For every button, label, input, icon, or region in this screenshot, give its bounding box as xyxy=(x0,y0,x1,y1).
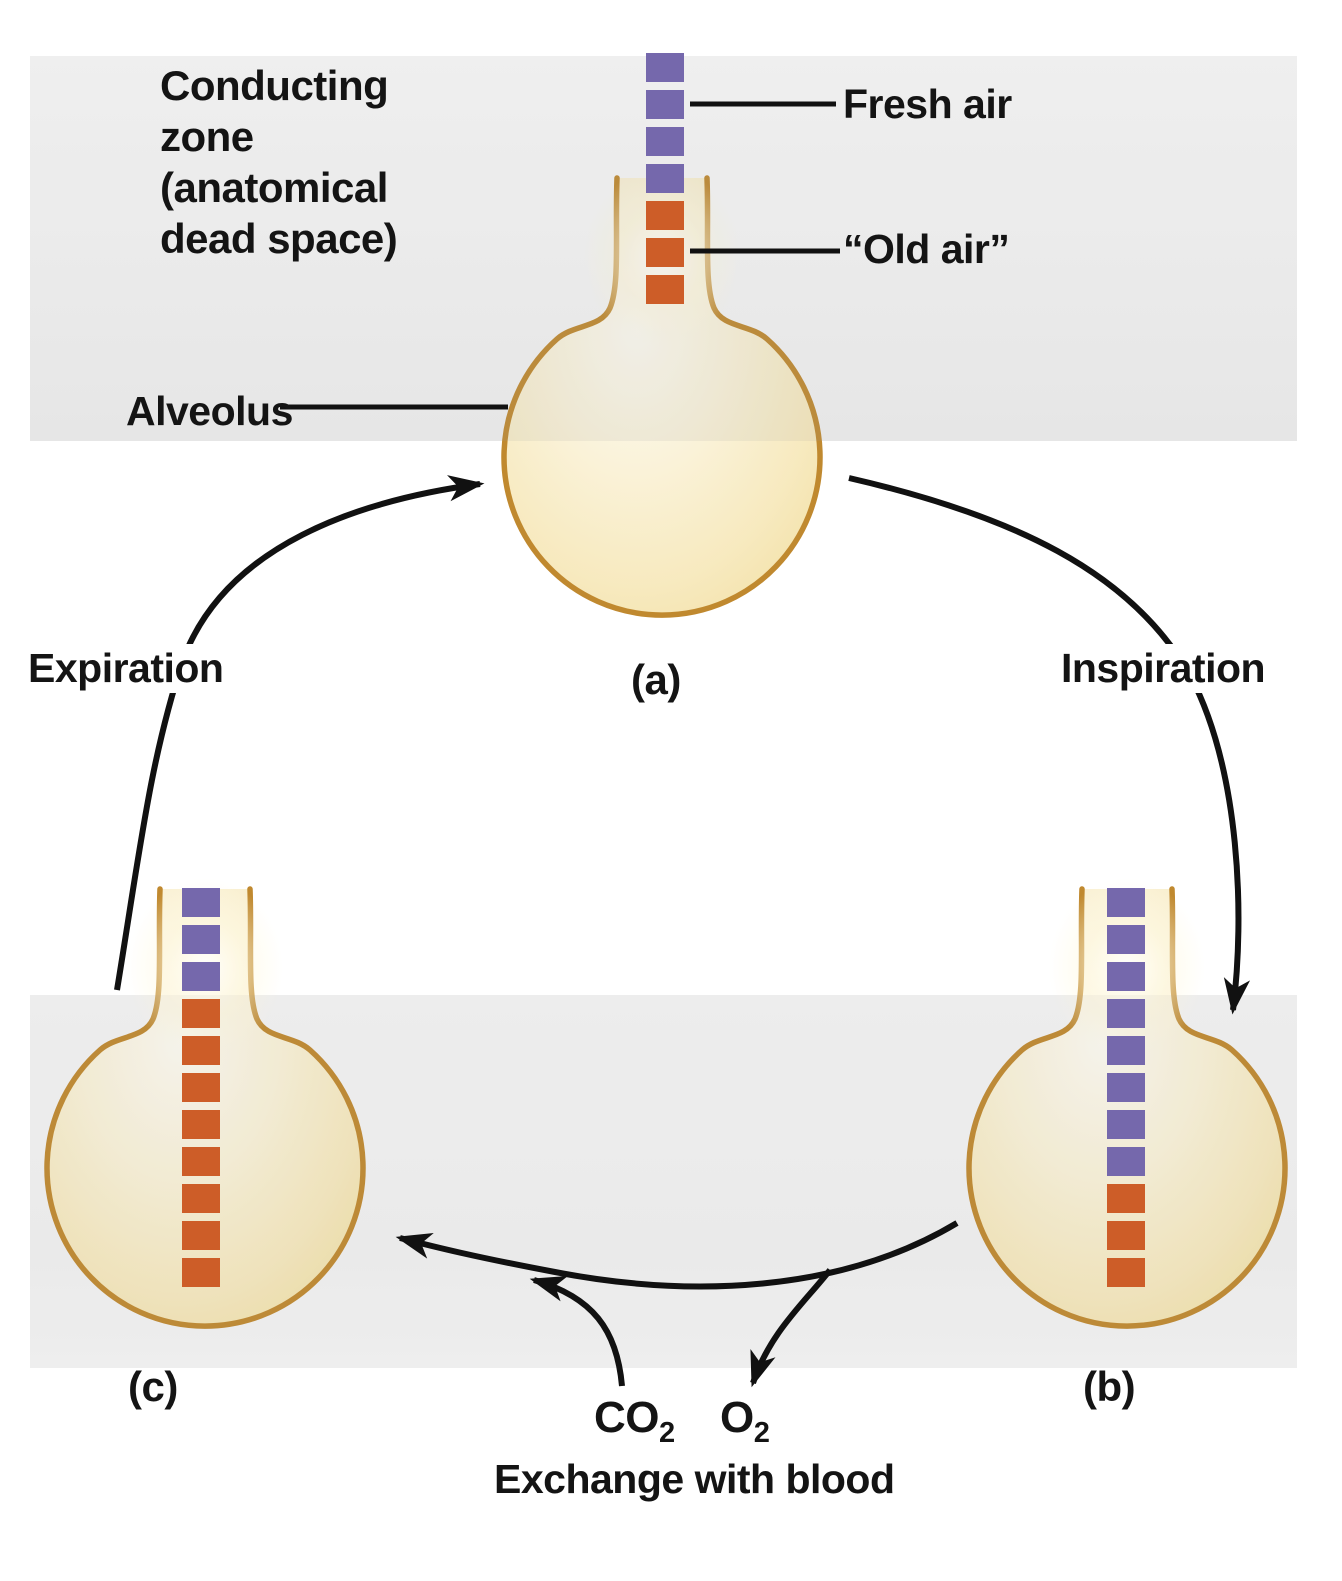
fresh-air-square xyxy=(1107,1073,1145,1102)
panel-a-label: (a) xyxy=(631,656,681,703)
fresh-air-square xyxy=(1107,1110,1145,1139)
old-air-square xyxy=(182,1221,220,1250)
co2-arrow xyxy=(529,1276,625,1387)
old-air-square xyxy=(646,201,684,230)
o2-subscript: 2 xyxy=(753,1416,770,1449)
old-air-square xyxy=(1107,1221,1145,1250)
fresh-air-square xyxy=(646,90,684,119)
old-air-square xyxy=(646,275,684,304)
inspiration-label: Inspiration xyxy=(1053,644,1274,694)
air-column-c xyxy=(182,888,220,1287)
fresh-air-square xyxy=(1107,999,1145,1028)
old-air-label: “Old air” xyxy=(843,226,1010,272)
fresh-air-label: Fresh air xyxy=(843,81,1012,127)
conducting-zone-label: Conducting zone (anatomical dead space) xyxy=(160,62,398,262)
old-air-square xyxy=(182,999,220,1028)
old-air-square xyxy=(182,1147,220,1176)
panel-b-label: (b) xyxy=(1083,1363,1136,1410)
fresh-air-square xyxy=(646,127,684,156)
fresh-air-square xyxy=(646,53,684,82)
o2-arrow xyxy=(750,1268,833,1388)
exchange-with-blood-label: Exchange with blood xyxy=(494,1456,895,1502)
co2-label: CO2 xyxy=(594,1393,675,1447)
old-air-square xyxy=(182,1036,220,1065)
fresh-air-square xyxy=(182,962,220,991)
fresh-air-square xyxy=(1107,888,1145,917)
fresh-air-square xyxy=(1107,925,1145,954)
old-air-square xyxy=(646,238,684,267)
fresh-air-square xyxy=(182,888,220,917)
air-column-b xyxy=(1107,888,1145,1287)
fresh-air-square xyxy=(1107,962,1145,991)
old-air-square xyxy=(182,1258,220,1287)
panel-c-label: (c) xyxy=(128,1363,178,1410)
co2-subscript: 2 xyxy=(659,1416,675,1449)
o2-base: O xyxy=(720,1393,754,1442)
o2-label: O2 xyxy=(720,1393,770,1447)
co2-base: CO xyxy=(594,1393,660,1442)
fresh-air-square xyxy=(1107,1147,1145,1176)
old-air-square xyxy=(182,1073,220,1102)
fresh-air-square xyxy=(1107,1036,1145,1065)
b-to-c-arrow xyxy=(395,1220,959,1290)
old-air-square xyxy=(1107,1184,1145,1213)
air-column-a xyxy=(646,53,684,304)
old-air-square xyxy=(182,1184,220,1213)
alveolus-label: Alveolus xyxy=(126,388,293,434)
old-air-square xyxy=(1107,1258,1145,1287)
expiration-label: Expiration xyxy=(20,644,232,694)
fresh-air-square xyxy=(646,164,684,193)
alveolar-zone-band-overlay xyxy=(30,995,1297,1368)
old-air-square xyxy=(182,1110,220,1139)
fresh-air-square xyxy=(182,925,220,954)
